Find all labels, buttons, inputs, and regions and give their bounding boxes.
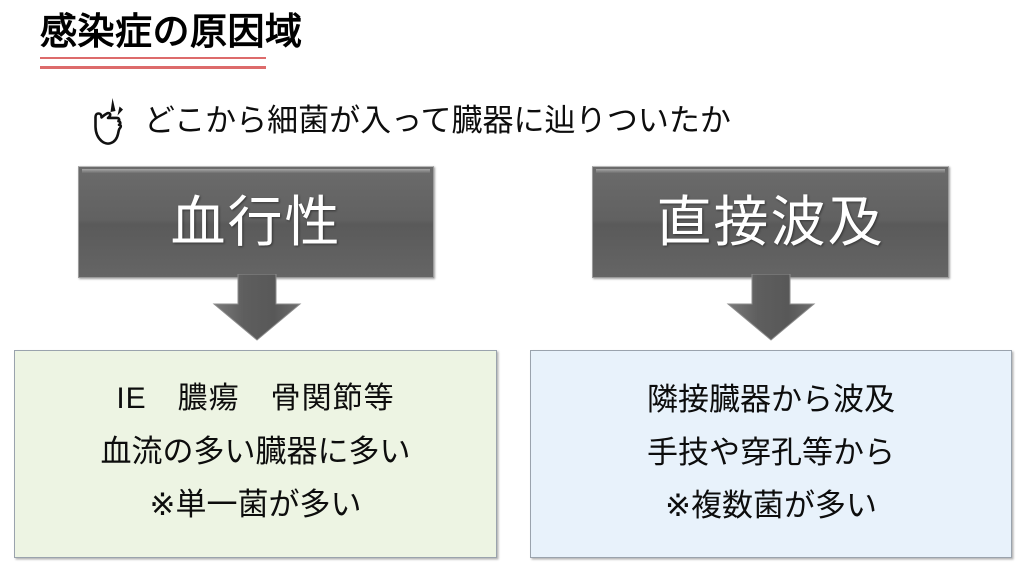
category-box-label: 血行性 xyxy=(170,190,342,253)
category-box-direct-extension[interactable]: 直接波及 xyxy=(592,166,949,278)
title-underline-accent xyxy=(40,56,266,69)
result-line: ※複数菌が多い xyxy=(665,487,877,523)
result-line: 隣接臓器から波及 xyxy=(647,381,895,417)
category-box-label: 直接波及 xyxy=(656,190,885,253)
category-box-hematogenous[interactable]: 血行性 xyxy=(78,166,434,278)
result-line: 血流の多い臓器に多い xyxy=(100,434,411,469)
result-line: IE 膿瘍 骨関節等 xyxy=(116,382,395,415)
subtitle-row: どこから細菌が入って臓器に辿りついたか xyxy=(86,96,731,146)
down-arrow-icon xyxy=(726,274,816,341)
page-title: 感染症の原因域 xyxy=(40,11,303,52)
subtitle-text: どこから細菌が入って臓器に辿りついたか xyxy=(144,102,731,138)
pointing-hand-icon xyxy=(94,98,123,145)
down-arrow-icon xyxy=(212,274,302,341)
result-box-hematogenous: IE 膿瘍 骨関節等 血流の多い臓器に多い ※単一菌が多い xyxy=(14,350,497,558)
result-box-direct-extension: 隣接臓器から波及 手技や穿孔等から ※複数菌が多い xyxy=(530,350,1012,558)
result-line: 手技や穿孔等から xyxy=(647,434,895,470)
result-line: ※単一菌が多い xyxy=(149,487,362,522)
title-block: 感染症の原因域 xyxy=(40,12,460,69)
